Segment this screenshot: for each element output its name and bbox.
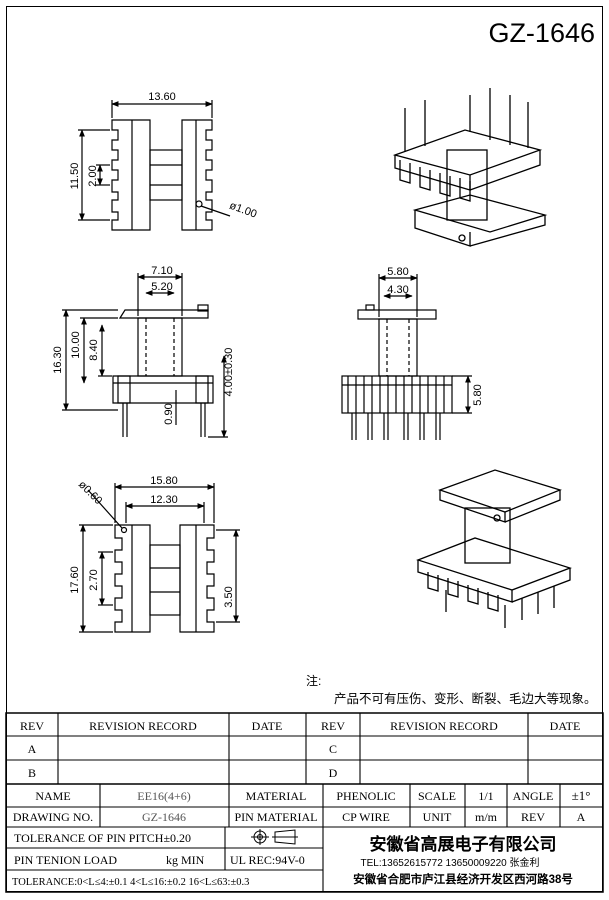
rev-header-right: REV xyxy=(321,719,345,733)
bottom-view xyxy=(79,483,240,633)
dim-top-height: 11.50 xyxy=(69,163,81,190)
rev-label: REV xyxy=(521,810,545,824)
dim-front-pin: 4.00±0.30 xyxy=(223,348,235,397)
dim-bottom-hole: ø0.60 xyxy=(76,479,104,507)
company-tel: TEL:13652615772 13650009220 张金利 xyxy=(360,856,539,869)
dim-front-width: 7.10 xyxy=(151,265,172,277)
angle-label: ANGLE xyxy=(513,789,554,803)
note-text: 产品不可有压伤、变形、断裂、毛边大等现象。 xyxy=(334,691,597,706)
dim-front-pin-width: 0.90 xyxy=(163,403,175,424)
pin-load-label: PIN TENION LOAD xyxy=(14,853,117,867)
dim-front-inner: 5.20 xyxy=(151,281,172,293)
material-value: PHENOLIC xyxy=(336,789,395,803)
general-tolerance: TOLERANCE:0<L≤4:±0.1 4<L≤16:±0.2 16<L≤63… xyxy=(12,877,249,888)
company-name: 安徽省高展电子有限公司 xyxy=(370,834,557,854)
dim-front-h1: 10.00 xyxy=(70,331,82,359)
drawing-no-label: DRAWING NO. xyxy=(13,810,93,824)
rev-row-b: B xyxy=(28,766,36,780)
material-label: MATERIAL xyxy=(246,789,307,803)
front-view xyxy=(62,273,228,438)
name-value: EE16(4+6) xyxy=(137,789,190,803)
date-header-right: DATE xyxy=(550,719,581,733)
drawing-title: GZ-1646 xyxy=(488,18,595,48)
pin-load-unit: kg MIN xyxy=(166,853,205,867)
dim-bottom-height: 17.60 xyxy=(69,566,81,594)
revision-table: REV REVISION RECORD DATE REV REVISION RE… xyxy=(20,719,580,780)
rev-row-d: D xyxy=(329,766,338,780)
dim-bottom-inner: 12.30 xyxy=(150,494,178,506)
drawing-no-value: GZ-1646 xyxy=(142,810,186,824)
dim-bottom-pitch2: 3.50 xyxy=(223,586,235,607)
unit-value: m/m xyxy=(475,810,498,824)
projection-symbol xyxy=(251,829,298,845)
dim-side-inner: 4.30 xyxy=(387,284,408,296)
dim-bottom-pitch: 2.70 xyxy=(88,569,100,590)
company-address: 安徽省合肥市庐江县经济开发区西河路38号 xyxy=(353,872,573,886)
dim-front-total-h: 16.30 xyxy=(52,346,64,374)
dim-top-slot: 2.00 xyxy=(87,165,99,186)
unit-label: UNIT xyxy=(423,810,452,824)
title-block-grid xyxy=(5,712,604,893)
name-label: NAME xyxy=(35,789,70,803)
note-label: 注: xyxy=(306,673,321,688)
rev-value: A xyxy=(577,810,586,824)
ul-rec: UL REC:94V-0 xyxy=(230,853,305,867)
isometric-view-bottom xyxy=(416,469,572,628)
scale-label: SCALE xyxy=(418,789,456,803)
title-block: NAME EE16(4+6) MATERIAL PHENOLIC SCALE 1… xyxy=(12,788,590,888)
side-view xyxy=(341,274,472,440)
scale-value: 1/1 xyxy=(478,789,493,803)
top-view xyxy=(78,100,231,231)
isometric-view-top xyxy=(392,88,548,247)
record-header-right: REVISION RECORD xyxy=(390,719,498,733)
dim-top-hole: ø1.00 xyxy=(228,200,259,221)
angle-value: ±1° xyxy=(572,788,591,803)
dim-top-width: 13.60 xyxy=(148,91,176,103)
rev-header-left: REV xyxy=(20,719,44,733)
pin-material-label: PIN MATERIAL xyxy=(235,810,318,824)
date-header-left: DATE xyxy=(252,719,283,733)
rev-row-c: C xyxy=(329,742,337,756)
dim-front-h2: 8.40 xyxy=(88,339,100,360)
pin-material-value: CP WIRE xyxy=(342,810,390,824)
pin-pitch-tolerance: TOLERANCE OF PIN PITCH±0.20 xyxy=(14,831,191,845)
rev-row-a: A xyxy=(28,742,37,756)
dim-side-width: 5.80 xyxy=(387,266,408,278)
dim-side-height: 5.80 xyxy=(472,384,484,405)
dim-bottom-width: 15.80 xyxy=(150,475,178,487)
record-header-left: REVISION RECORD xyxy=(89,719,197,733)
